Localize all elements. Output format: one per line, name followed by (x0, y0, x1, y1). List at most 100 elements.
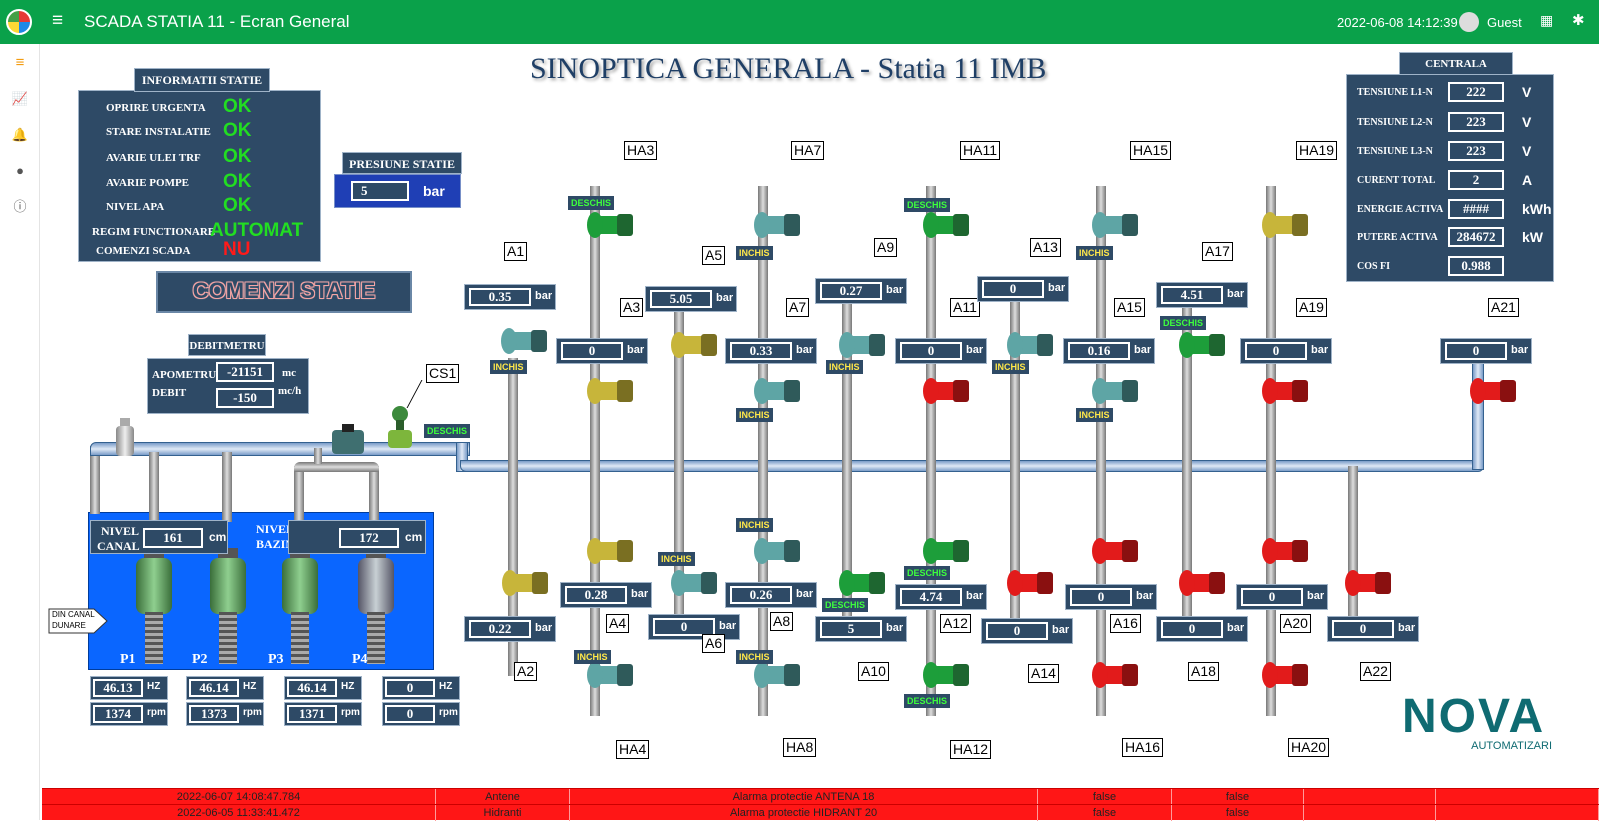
pressure-tag: A4 (606, 614, 630, 633)
valve-icon[interactable] (837, 568, 887, 598)
user-icon[interactable]: ● (16, 163, 24, 178)
valve-icon[interactable] (752, 376, 802, 406)
gear-icon[interactable]: ✱ (1572, 12, 1585, 29)
info-icon[interactable]: ⓘ (13, 199, 27, 214)
pressure-value: 0.22 (469, 620, 531, 638)
pump-p1-icon[interactable] (134, 548, 174, 664)
valve-icon[interactable] (1468, 376, 1518, 406)
valve-icon[interactable] (1090, 536, 1140, 566)
valve-icon[interactable] (1005, 330, 1055, 360)
menu-icon[interactable]: ≡ (15, 54, 25, 71)
alarm-cell (1436, 789, 1599, 805)
pipe (1472, 358, 1484, 470)
din-canal-line2: DUNARE (52, 621, 86, 630)
avatar[interactable] (1459, 12, 1479, 32)
valve-state-inchis: INCHIS (736, 650, 773, 664)
pressure-unit: bar (716, 292, 734, 304)
central-label: TENSIUNE L2-N (1357, 117, 1433, 128)
valve-icon[interactable] (921, 210, 971, 240)
hamburger-menu-icon[interactable]: ≡ (52, 10, 64, 31)
valve-icon[interactable] (1260, 660, 1310, 690)
pressure-value: 0 (1070, 588, 1132, 606)
nivel-canal-label2: CANAL (97, 539, 140, 553)
central-label: CURENT TOTAL (1357, 175, 1436, 186)
valve-icon[interactable] (921, 660, 971, 690)
pressure-unit: bar (1227, 288, 1245, 300)
chart-icon[interactable]: 📈 (11, 91, 29, 106)
valve-icon[interactable] (585, 210, 635, 240)
pump-rpm-unit: rpm (243, 707, 262, 718)
user-name[interactable]: Guest (1487, 15, 1522, 30)
valve-icon[interactable] (1005, 568, 1055, 598)
pressure-tag: A14 (1028, 664, 1059, 683)
info-value: OK (223, 146, 252, 167)
alarm-cell: Alarma protectie HIDRANT 20 (570, 805, 1038, 821)
central-unit: A (1522, 172, 1533, 188)
valve-icon[interactable] (1260, 210, 1310, 240)
pressure-value: 0 (982, 280, 1044, 298)
valve-icon[interactable] (1177, 330, 1227, 360)
pump-p4-icon[interactable] (356, 548, 396, 664)
pipe (1010, 296, 1020, 636)
valve-icon[interactable] (1090, 660, 1140, 690)
pump-p2-icon[interactable] (208, 548, 248, 664)
valve-state-inchis: INCHIS (736, 408, 773, 422)
pump-hz-unit: HZ (439, 681, 453, 692)
valve-icon[interactable] (921, 536, 971, 566)
valve-icon[interactable] (669, 330, 719, 360)
cs1-valve-icon[interactable] (388, 406, 412, 450)
pump-rpm-value: 1371 (287, 705, 337, 723)
valve-state-inchis: INCHIS (736, 246, 773, 260)
valve-icon[interactable] (585, 376, 635, 406)
qr-icon[interactable]: ▦ (1540, 12, 1554, 28)
valve-icon[interactable] (837, 330, 887, 360)
pressure-value: 0 (1445, 342, 1507, 360)
central-title: CENTRALA MASURA (1399, 52, 1513, 92)
valve-icon[interactable] (585, 536, 635, 566)
valve-icon[interactable] (1177, 568, 1227, 598)
valve-state-deschis: DESCHIS (568, 196, 615, 210)
bell-icon[interactable]: 🔔 (11, 127, 29, 142)
pump-p3-icon[interactable] (280, 548, 320, 664)
valve-icon[interactable] (1090, 376, 1140, 406)
valve-icon[interactable] (921, 376, 971, 406)
central-unit: V (1522, 84, 1532, 100)
valve-state-deschis: DESCHIS (904, 566, 951, 580)
valve-icon[interactable] (585, 660, 635, 690)
valve-icon[interactable] (1260, 376, 1310, 406)
alarm-cell: Antene (436, 789, 570, 805)
pipe (369, 466, 379, 522)
valve-icon[interactable] (1343, 568, 1393, 598)
valve-icon[interactable] (499, 326, 549, 356)
valve-icon[interactable] (752, 536, 802, 566)
apometru-unit: mc (282, 367, 297, 379)
valve-icon[interactable] (1260, 536, 1310, 566)
info-value: AUTOMAT (210, 220, 304, 241)
pipe (149, 452, 159, 522)
inlet-valve-icon[interactable] (114, 418, 136, 456)
valve-icon[interactable] (752, 660, 802, 690)
info-value: OK (223, 96, 252, 117)
info-value: NU (223, 239, 251, 260)
comenzi-statie-button[interactable]: COMENZI STATIE (156, 271, 412, 313)
pipe (294, 462, 379, 472)
valve-icon[interactable] (1090, 210, 1140, 240)
alarm-cell: Hidranti (436, 805, 570, 821)
cs1-state: DESCHIS (424, 424, 471, 438)
valve-icon[interactable] (500, 568, 550, 598)
pressure-unit: bar (1307, 590, 1325, 602)
valve-state-deschis: DESCHIS (822, 598, 869, 612)
app-logo-icon[interactable] (6, 9, 32, 35)
valve-icon[interactable] (752, 210, 802, 240)
central-unit: V (1522, 114, 1532, 130)
valve-icon[interactable] (669, 568, 719, 598)
